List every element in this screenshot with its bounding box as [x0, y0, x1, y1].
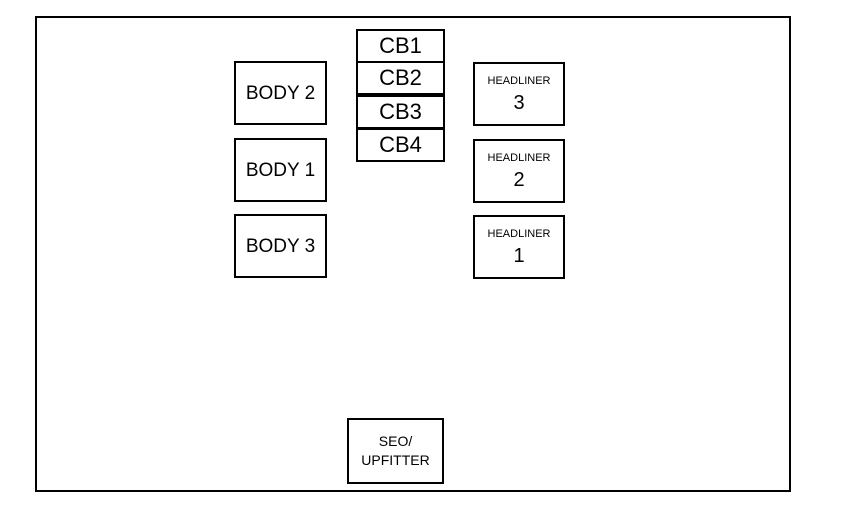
headliner-3-label: HEADLINER	[487, 74, 551, 87]
cb3-label: CB3	[379, 99, 422, 124]
cb2-label: CB2	[379, 65, 422, 90]
headliner-1-number: 1	[513, 244, 525, 267]
fuse-block-outline	[35, 16, 791, 492]
body-1-relay: BODY 1	[234, 138, 327, 202]
headliner-1-label: HEADLINER	[487, 227, 551, 240]
cb3-breaker: CB3	[356, 95, 445, 129]
cb2-breaker: CB2	[356, 61, 445, 95]
cb4-breaker: CB4	[356, 128, 445, 162]
body-2-label: BODY 2	[245, 82, 316, 104]
headliner-3-relay: HEADLINER 3	[473, 62, 565, 126]
cb4-label: CB4	[379, 132, 422, 157]
headliner-1-relay: HEADLINER 1	[473, 215, 565, 279]
headliner-2-label: HEADLINER	[487, 151, 551, 164]
seo-label: SEO/	[378, 433, 413, 450]
body-1-label: BODY 1	[245, 159, 316, 181]
headliner-2-relay: HEADLINER 2	[473, 139, 565, 203]
body-3-label: BODY 3	[245, 235, 316, 257]
headliner-2-number: 2	[513, 168, 525, 191]
seo-upfitter-relay: SEO/ UPFITTER	[347, 418, 444, 484]
cb1-label: CB1	[379, 33, 422, 58]
cb1-breaker: CB1	[356, 29, 445, 63]
body-2-relay: BODY 2	[234, 61, 327, 125]
headliner-3-number: 3	[513, 91, 525, 114]
body-3-relay: BODY 3	[234, 214, 327, 278]
upfitter-label: UPFITTER	[361, 452, 430, 468]
